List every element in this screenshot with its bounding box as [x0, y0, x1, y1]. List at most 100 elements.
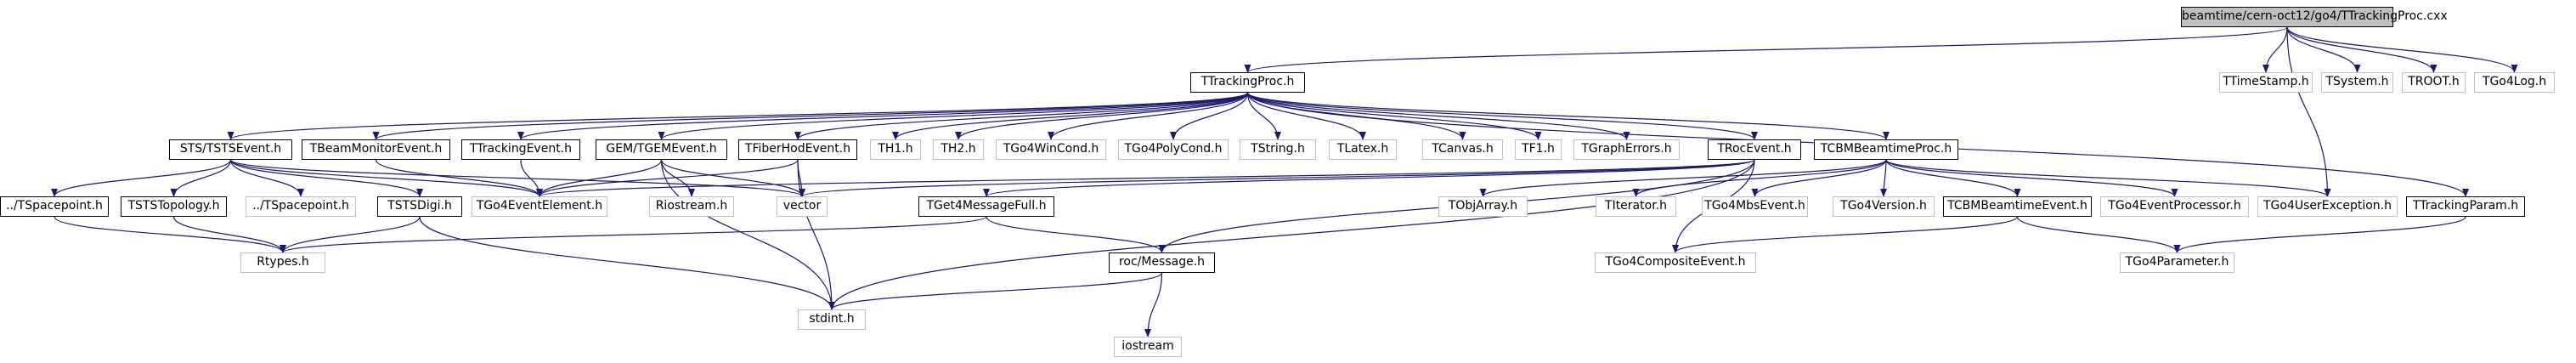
edge-trocevent-h-to-tgo4eventelement-h: [536, 159, 1755, 197]
edge-trocevent-h-to-tget4messagefull-h: [983, 159, 1755, 197]
edge-ttrackingproc-h-to-tstring-h: [1246, 92, 1281, 140]
node-tcbmbeamtimeevent-h[interactable]: TCBMBeamtimeEvent.h: [1943, 196, 2092, 217]
edge-tcbmbeamtimeproc-h-to-tgo4mbsevent-h: [1751, 159, 1887, 197]
node-tgo4eventprocessor-h: TGo4EventProcessor.h: [2100, 196, 2249, 217]
edge-trocevent-h-to-stdint-h: [828, 159, 1755, 310]
node-troot-h: TROOT.h: [2402, 72, 2466, 93]
edge-tcbmbeamtimeproc-h-to-tgo4eventprocessor-h: [1885, 159, 2178, 197]
node-tsystem-h: TSystem.h: [2321, 72, 2393, 93]
edge-tgemevent-h-to-riostream-h: [660, 159, 695, 197]
edge-root-to-tgo4userexception-h: [2286, 26, 2331, 197]
node-th2-h: TH2.h: [933, 139, 984, 160]
edge-ttrackingproc-h-to-tgrapherrors-h: [1246, 92, 1630, 140]
edge-root-to-troot-h: [2286, 26, 2438, 73]
edge-roc-message-h-to-iostream: [1144, 272, 1163, 337]
edge-tstsevent-h-to-tspacepoint-b: [229, 159, 304, 197]
edge-tspacepoint-a-to-rtypes-h: [54, 216, 286, 253]
node-titerator-h: TIterator.h: [1596, 196, 1676, 217]
node-tgo4eventelement-h: TGo4EventElement.h: [472, 196, 607, 217]
node-ttrackingevent-h[interactable]: TTrackingEvent.h: [461, 139, 580, 160]
node-tfiberhodevent-h[interactable]: TFiberHodEvent.h: [738, 139, 857, 160]
edge-tfiberhodevent-h-to-stdint-h: [797, 159, 835, 310]
node-vector: vector: [777, 196, 828, 217]
node-roc-message-h[interactable]: roc/Message.h: [1109, 252, 1215, 273]
edge-root-to-ttimestamp-h: [2262, 26, 2288, 73]
edge-tfiberhodevent-h-to-tgo4eventelement-h: [536, 159, 799, 197]
edge-roc-message-h-to-stdint-h: [828, 272, 1163, 310]
node-th1-h: TH1.h: [870, 139, 921, 160]
edge-tstsevent-h-to-vector: [229, 159, 805, 197]
node-riostream-h: Riostream.h: [649, 196, 734, 217]
edge-tstsevent-h-to-tstsdigi-h: [229, 159, 423, 197]
node-tgrapherrors-h: TGraphErrors.h: [1573, 139, 1680, 160]
node-tcbmbeamtimeproc-h[interactable]: TCBMBeamtimeProc.h: [1814, 139, 1958, 160]
edge-tstsdigi-h-to-stdint-h: [419, 216, 835, 310]
edge-root-to-tgo4log-h: [2286, 26, 2518, 73]
node-ttimestamp-h: TTimeStamp.h: [2219, 72, 2313, 93]
edge-ttrackingproc-h-to-tbeammonitorevent-h: [372, 92, 1249, 140]
edge-ttrackingproc-h-to-tgemevent-h: [658, 92, 1249, 140]
node-tgo4compositeevent-h: TGo4CompositeEvent.h: [1595, 252, 1756, 273]
node-iostream: iostream: [1114, 337, 1182, 357]
edge-tcbmbeamtimeproc-h-to-tgo4userexception-h: [1885, 159, 2331, 197]
node-trocevent-h[interactable]: TRocEvent.h: [1708, 139, 1801, 160]
edge-ttrackingproc-h-to-ttrackingevent-h: [517, 92, 1249, 140]
node-tspacepoint-b: ../TSpacepoint.h: [246, 196, 356, 217]
edge-tgemevent-h-to-stdint-h: [660, 159, 835, 310]
node-tgemevent-h[interactable]: GEM/TGEMEvent.h: [596, 139, 727, 160]
node-tlatex-h: TLatex.h: [1329, 139, 1397, 160]
edge-tstsevent-h-to-tststopology-h: [170, 159, 232, 197]
edge-ttrackingproc-h-to-tf1-h: [1246, 92, 1542, 140]
edge-ttrackingproc-h-to-tstsevent-h: [227, 92, 1249, 140]
edge-ttrackingproc-h-to-trocevent-h: [1246, 92, 1758, 140]
node-tststopology-h[interactable]: TSTSTopology.h: [121, 196, 227, 217]
edge-tget4messagefull-h-to-rtypes-h: [280, 216, 987, 253]
node-tgo4parameter-h: TGo4Parameter.h: [2120, 252, 2234, 273]
node-tstsdigi-h[interactable]: TSTSDigi.h: [377, 196, 462, 217]
edge-tstsdigi-h-to-rtypes-h: [280, 216, 421, 253]
edge-tcbmbeamtimeevent-h-to-tgo4compositeevent-h: [1672, 216, 2019, 253]
node-rtypes-h: Rtypes.h: [240, 252, 325, 273]
node-tstring-h: TString.h: [1240, 139, 1316, 160]
node-tgo4mbsevent-h: TGo4MbsEvent.h: [1702, 196, 1808, 217]
edge-tstsevent-h-to-tspacepoint-a: [51, 159, 232, 197]
edge-root-to-ttrackingproc-h: [1244, 26, 2288, 73]
node-tstsevent-h[interactable]: STS/TSTSEvent.h: [169, 139, 292, 160]
node-tgo4userexception-h: TGo4UserException.h: [2257, 196, 2398, 217]
node-tgo4log-h: TGo4Log.h: [2474, 72, 2555, 93]
edge-ttrackingproc-h-to-tcbmbeamtimeproc-h: [1246, 92, 1890, 140]
edge-tgemevent-h-to-vector: [660, 159, 805, 197]
node-ttrackingproc-h[interactable]: TTrackingProc.h: [1190, 72, 1305, 93]
edge-ttrackingproc-h-to-th1-h: [892, 92, 1249, 140]
edge-ttrackingparam-h-to-tgo4parameter-h: [2173, 216, 2466, 253]
edge-tbeammonitorevent-h-to-tgo4eventelement-h: [375, 159, 543, 197]
edge-ttrackingproc-h-to-tgo4polycond-h: [1170, 92, 1249, 140]
edge-tget4messagefull-h-to-roc-message-h: [986, 216, 1166, 253]
node-tcanvas-h: TCanvas.h: [1422, 139, 1503, 160]
node-tgo4version-h: TGo4Version.h: [1833, 196, 1935, 217]
node-tspacepoint-a[interactable]: ../TSpacepoint.h: [0, 196, 109, 217]
edge-tcbmbeamtimeevent-h-to-tgo4parameter-h: [2016, 216, 2181, 253]
node-stdint-h: stdint.h: [798, 309, 866, 330]
node-tget4messagefull-h[interactable]: TGet4MessageFull.h: [918, 196, 1054, 217]
node-tobjarray-h: TObjArray.h: [1438, 196, 1528, 217]
node-tf1-h: TF1.h: [1515, 139, 1562, 160]
edge-tstsevent-h-to-tgo4eventelement-h: [229, 159, 543, 197]
node-tgo4wincond-h: TGo4WinCond.h: [996, 139, 1106, 160]
node-tgo4polycond-h: TGo4PolyCond.h: [1118, 139, 1229, 160]
edge-tcbmbeamtimeproc-h-to-titerator-h: [1632, 159, 1887, 197]
node-root: beamtime/cern-oct12/go4/TTrackingProc.cx…: [2181, 7, 2448, 27]
node-ttrackingparam-h[interactable]: TTrackingParam.h: [2406, 196, 2525, 217]
edge-tcbmbeamtimeproc-h-to-tcbmbeamtimeevent-h: [1885, 159, 2021, 197]
edge-tgemevent-h-to-tgo4eventelement-h: [536, 159, 663, 197]
node-tbeammonitorevent-h[interactable]: TBeamMonitorEvent.h: [302, 139, 450, 160]
edge-ttrackingproc-h-to-tgo4wincond-h: [1048, 92, 1249, 140]
edge-ttrackingproc-h-to-tfiberhodevent-h: [794, 92, 1249, 140]
edge-root-to-tsystem-h: [2286, 26, 2361, 73]
edge-ttrackingproc-h-to-tlatex-h: [1246, 92, 1366, 140]
edge-tststopology-h-to-rtypes-h: [172, 216, 286, 253]
edge-tcbmbeamtimeproc-h-to-tgo4version-h: [1880, 159, 1888, 197]
edge-tcbmbeamtimeproc-h-to-tobjarray-h: [1479, 159, 1887, 197]
